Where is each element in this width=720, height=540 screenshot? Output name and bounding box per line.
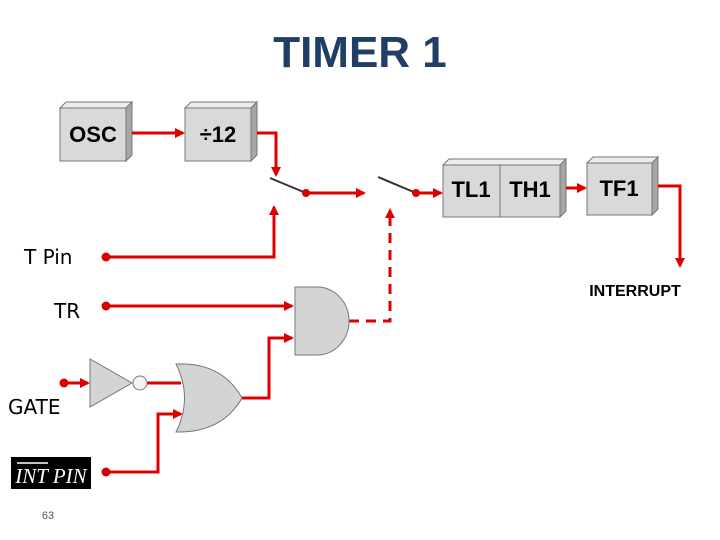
wire-tf1-to-interrupt	[658, 184, 685, 268]
or-gate	[175, 363, 243, 433]
and-gate	[294, 286, 350, 356]
timer-register: TL1 TH1	[441, 157, 568, 219]
interrupt-label: INTERRUPT	[589, 283, 681, 300]
wire-intpin-to-or	[106, 409, 183, 474]
osc-block: OSC	[58, 100, 134, 163]
not-gate	[89, 358, 148, 408]
intpin-label: INT PIN	[14, 464, 87, 488]
switch-2	[377, 176, 420, 197]
divider-label: ÷12	[200, 122, 237, 147]
intpin-label-box: INT PIN	[11, 457, 91, 489]
wire-or-to-and	[240, 333, 294, 400]
tpin-terminal	[101, 252, 111, 262]
wire-tpin-to-switch1	[106, 205, 279, 259]
gate-label: GATE	[8, 395, 60, 419]
tf1-label: TF1	[599, 176, 638, 201]
page-title: TIMER 1	[273, 28, 447, 77]
tr-label: TR	[53, 299, 80, 323]
wire-and-to-switch2	[349, 208, 395, 323]
wires	[64, 128, 685, 474]
page-number: 63	[42, 510, 54, 522]
tl1-label: TL1	[451, 177, 490, 202]
tf1-block: TF1	[585, 155, 660, 217]
tr-terminal	[101, 301, 111, 311]
divider-block: ÷12	[183, 100, 259, 163]
tpin-label: T Pin	[23, 245, 72, 269]
osc-label: OSC	[69, 122, 117, 147]
switch-1	[269, 177, 310, 197]
th1-label: TH1	[509, 177, 551, 202]
gate-terminal	[59, 378, 69, 388]
wire-divider-to-switch1	[257, 131, 281, 177]
intpin-terminal	[101, 467, 111, 477]
